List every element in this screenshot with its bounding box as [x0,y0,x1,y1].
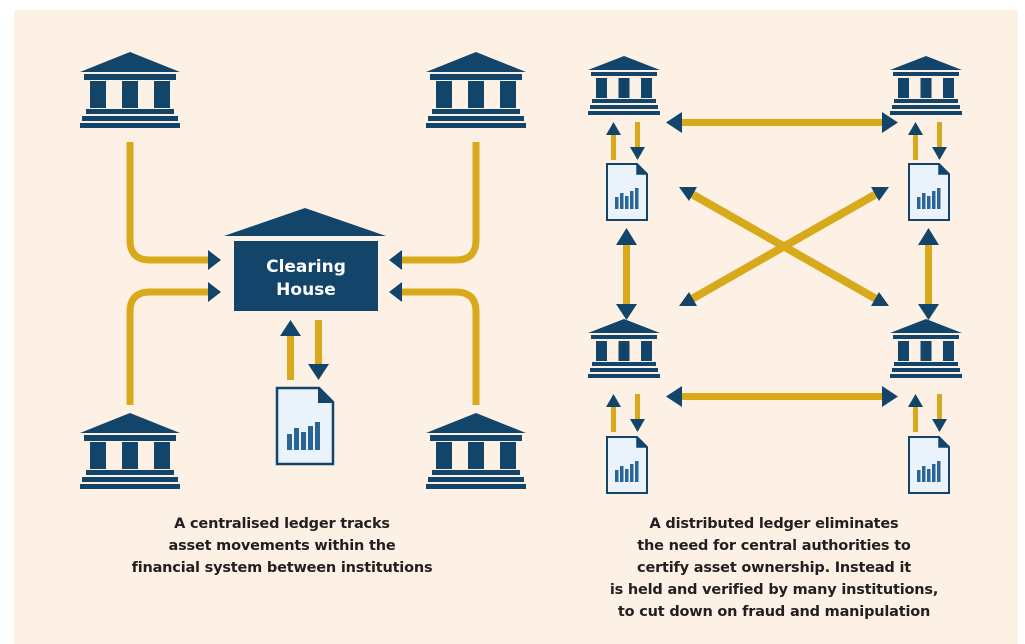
clearing-house: Clearing House [224,208,386,311]
caption-line: the need for central authorities to [637,538,911,554]
ledger-document-icon [908,436,950,494]
distributed-ledger-caption: A distributed ledger eliminates the need… [574,513,974,623]
caption-line: A distributed ledger eliminates [649,516,899,532]
bank-building-icon [426,413,526,489]
link-top-right [400,142,480,264]
link-right-vertical [918,228,939,320]
bank-building-icon [426,52,526,128]
ledger-document-icon [606,436,648,494]
bank-building-icon [588,56,660,115]
link-diagonal-up [688,189,880,304]
bank-building-icon [890,319,962,378]
bank-building-icon [80,52,180,128]
ledger-document-icon [908,163,950,221]
caption-line: financial system between institutions [131,560,433,576]
caption-line: certify asset ownership. Instead it [637,560,911,576]
ledger-comparison-diagram: Clearing House [80,52,962,494]
ledger-document-icon [275,386,335,466]
caption-line: to cut down on fraud and manipulation [617,604,931,620]
caption-line: asset movements within the [168,538,396,554]
distributed-ledger-diagram [588,56,962,494]
caption-line: A centralised ledger tracks [174,516,390,532]
bank-building-icon [588,319,660,378]
centralised-ledger-diagram: Clearing House [80,52,526,489]
link-bottom-right [400,288,480,405]
link-bottom-horizontal [666,386,898,407]
link-top-horizontal [666,112,898,133]
caption-line: is held and verified by many institution… [609,582,939,598]
link-bottom-left [126,288,210,405]
bank-building-icon [80,413,180,489]
centralised-ledger-caption: A centralised ledger tracks asset moveme… [102,513,462,579]
bank-building-icon [890,56,962,115]
clearing-house-label-line2: House [276,280,336,300]
bank-document-arrows [606,122,947,432]
link-left-vertical [616,228,637,320]
link-top-left [126,142,210,264]
clearing-house-document-arrows [280,320,329,380]
diagram-panel: Clearing House [14,10,1018,644]
ledger-document-icon [606,163,648,221]
clearing-house-label-line1: Clearing [266,257,346,277]
